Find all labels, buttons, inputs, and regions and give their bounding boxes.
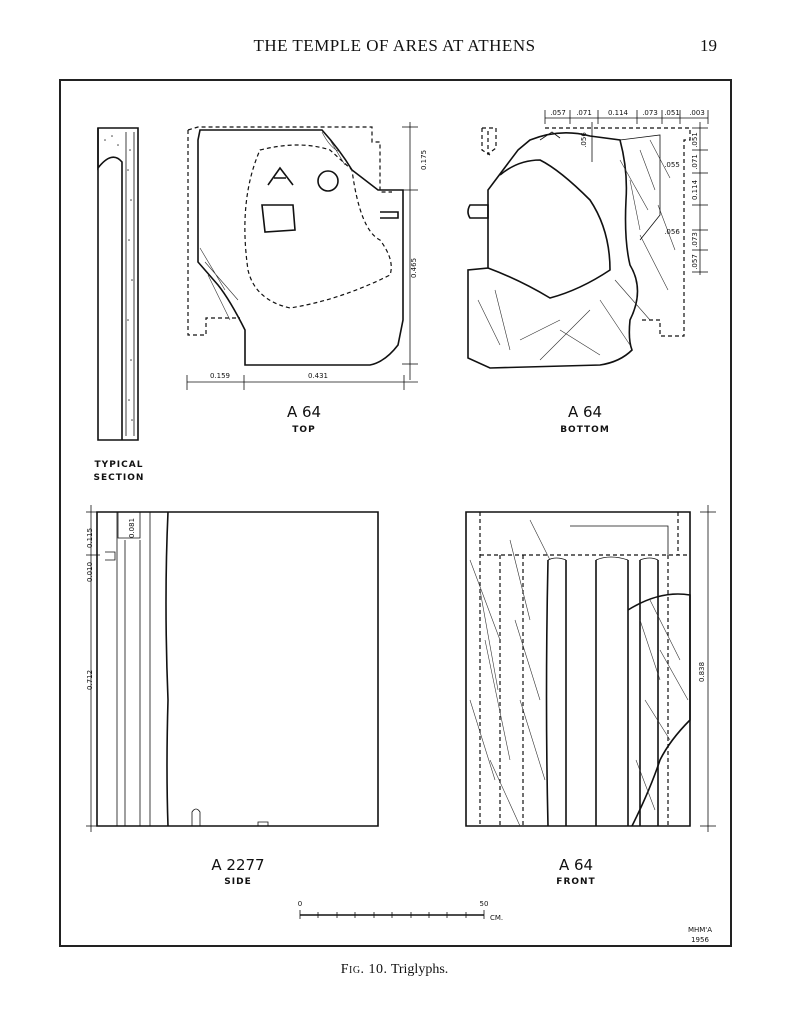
a64-top-view-label: TOP	[292, 425, 315, 435]
a64-bottom-dim-r-2: .055	[664, 161, 680, 169]
typical-section-label-1: TYPICAL	[95, 460, 144, 470]
drafter-signature: MHM'A 1956	[688, 926, 712, 944]
a64-bottom-dim-top-1: .057	[550, 109, 566, 117]
a2277-side-id-label: A 2277	[211, 856, 264, 874]
a64-bottom-dim-top-4: .073	[642, 109, 658, 117]
a64-bottom-dim-top-2: .071	[576, 109, 592, 117]
scale-bar: 0 50 CM.	[298, 900, 503, 922]
a64-bottom-dim-top-6: .003	[689, 109, 705, 117]
figure-caption: Fig. 10. Triglyphs.	[0, 962, 789, 978]
a64-top-dim-width-left: 0.159	[210, 372, 230, 380]
a64-top-dim-height-lower: 0.465	[410, 258, 418, 278]
typical-section-label-2: SECTION	[94, 473, 145, 483]
figure-caption-label: Fig. 10.	[340, 962, 388, 977]
signature-year: 1956	[691, 936, 709, 944]
a64-bottom-dim-r-5: .056	[664, 228, 680, 236]
a64-front-drawing: 0.838 A 64 FRONT	[465, 505, 716, 887]
scale-max-label: 50	[480, 900, 489, 908]
a64-bottom-dim-r-4: 0.114	[691, 179, 699, 200]
a64-bottom-view-label: BOTTOM	[560, 425, 610, 435]
a64-front-view-label: FRONT	[556, 877, 595, 887]
a2277-side-dim-d4: 0.712	[86, 670, 94, 690]
a64-bottom-id-label: A 64	[568, 403, 602, 421]
a64-bottom-dim-r-3: .071	[691, 154, 699, 170]
figure-caption-text: Triglyphs.	[390, 962, 449, 977]
a64-bottom-drawing: .057 .071 0.114 .073 .051 .003 .056 .051…	[467, 109, 709, 435]
scale-zero-label: 0	[298, 900, 302, 908]
a2277-side-dim-d3: 0.010	[86, 562, 94, 582]
a2277-side-dim-d2: 0.081	[128, 518, 136, 538]
a64-bottom-dim-top-5: .051	[664, 109, 680, 117]
a64-top-id-label: A 64	[287, 403, 321, 421]
a2277-side-dim-d1: 0.115	[86, 528, 94, 548]
a64-front-dim-height: 0.838	[698, 662, 706, 682]
scale-unit-label: CM.	[490, 914, 503, 922]
a64-bottom-dim-v-1: .056	[580, 132, 588, 148]
a64-top-drawing: 0.159 0.431 0.175 0.465 A 64 TOP	[186, 122, 428, 435]
signature-initials: MHM'A	[688, 926, 712, 934]
a64-top-dim-height-upper: 0.175	[420, 150, 428, 170]
a64-front-id-label: A 64	[559, 856, 593, 874]
a64-bottom-dim-r-7: .057	[691, 254, 699, 270]
figure-plate-frame	[59, 79, 732, 947]
a64-bottom-dim-top-3: 0.114	[608, 109, 629, 117]
a64-top-dim-width-main: 0.431	[308, 372, 328, 380]
running-title: THE TEMPLE OF ARES AT ATHENS	[253, 36, 536, 55]
a2277-side-view-label: SIDE	[224, 877, 251, 887]
a2277-side-drawing: 0.115 0.081 0.010 0.712 A 2277 SIDE	[86, 505, 379, 887]
a64-bottom-dim-r-6: .073	[691, 232, 699, 248]
page-number: 19	[700, 36, 717, 55]
a64-bottom-dim-r-1: .051	[691, 132, 699, 148]
typical-section-drawing: TYPICAL SECTION	[94, 127, 145, 483]
